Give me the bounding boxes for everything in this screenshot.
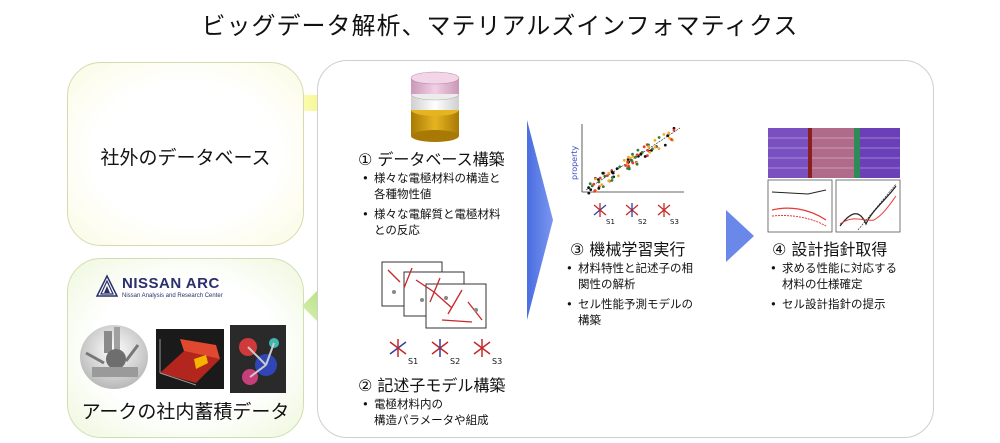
scatter-point: [626, 158, 630, 161]
step3-bullets: 材料特性と記述子の相 関性の解析 セル性能予測モデルの 構築: [566, 260, 726, 332]
scatter-point: [648, 150, 652, 154]
step3-title: ③ 機械学習実行: [570, 240, 686, 259]
external-database-label: 社外のデータベース: [100, 147, 271, 169]
scatter-point: [631, 155, 635, 158]
cell-structure-image: [768, 128, 900, 178]
scatter-point: [636, 148, 640, 152]
scatter-point: [653, 138, 657, 142]
scatter-point: [629, 158, 633, 162]
scatter-point: [672, 128, 676, 132]
logo-mark-icon: [95, 274, 119, 297]
scatter-point: [657, 147, 661, 150]
step2-s1: S1: [408, 357, 418, 366]
step1-bullet-2: 様々な電解質と電極材料 との反応: [362, 206, 527, 238]
logo-main-text: NISSAN ARC: [122, 275, 220, 292]
external-database-panel: 社外のデータベース: [67, 62, 304, 246]
scatter-point: [668, 136, 671, 140]
step2-s3: S3: [492, 357, 502, 366]
scatter-point: [666, 134, 670, 138]
step4-title: ④ 設計指針取得: [772, 240, 888, 259]
step2-bullet-1: 電極材料内の 構造パラメータや組成: [362, 396, 527, 428]
scatter-point: [657, 136, 661, 139]
performance-charts-image: [767, 179, 901, 233]
step1-bullet-1: 様々な電極材料の構造と 各種物性値: [362, 170, 527, 202]
step1-bullets: 様々な電極材料の構造と 各種物性値 様々な電解質と電極材料 との反応: [362, 170, 527, 242]
scatter-point: [593, 189, 597, 193]
page-title: ビッグデータ解析、マテリアルズインフォマティクス: [201, 12, 799, 40]
instrument-photo: [80, 325, 148, 389]
step4-bullet-1: 求める性能に対応する 材料の仕様確定: [770, 260, 930, 292]
scatter-point: [589, 188, 593, 191]
scatter-point: [642, 145, 646, 149]
scatter-point: [607, 171, 611, 175]
scatter-point: [667, 131, 671, 135]
step3-bullet-2: セル性能予測モデルの 構築: [566, 296, 726, 328]
scatter-point: [587, 186, 590, 189]
scatter-point: [627, 167, 631, 171]
scatter-point: [598, 176, 602, 180]
database-icon: [410, 71, 460, 142]
scatter-point: [663, 143, 667, 147]
scatter-point: [662, 133, 666, 136]
arc-internal-data-label: アークの社内蓄積データ: [81, 401, 290, 423]
scatter-point: [643, 155, 647, 158]
surface-plot-image: [156, 329, 224, 389]
scatter-point: [631, 161, 635, 165]
scatter-point: [607, 179, 611, 183]
scatter-point: [588, 182, 592, 186]
flow-arrow-2: [726, 210, 754, 262]
scatter-point: [646, 148, 649, 152]
scatter-point: [601, 171, 605, 175]
scatter-point: [651, 147, 654, 151]
crystal-structure-images: [381, 261, 487, 329]
scatter-point: [615, 167, 619, 170]
step4-bullet-2: セル設計指針の提示: [770, 296, 930, 312]
scatter-point: [653, 145, 657, 149]
scatter-point: [635, 162, 639, 166]
scatter-point: [594, 177, 597, 181]
step1-title: ① データベース構築: [358, 150, 505, 169]
scatter-point: [626, 160, 629, 164]
scatter-point: [635, 153, 639, 157]
step2-descriptor-glyphs: S1 S2 S3: [389, 339, 502, 366]
scatter-point: [647, 145, 650, 148]
step3-s1: S1: [606, 218, 615, 226]
scatter-point: [617, 174, 620, 178]
step4-bullets: 求める性能に対応する 材料の仕様確定 セル設計指針の提示: [770, 260, 930, 316]
scatter-point: [631, 152, 634, 156]
scatter-point: [627, 155, 630, 159]
scatter-point: [592, 182, 596, 186]
scatter-point: [622, 158, 626, 162]
scatter-point: [606, 174, 609, 177]
scatter-point: [601, 185, 605, 188]
scatter-point: [587, 191, 591, 195]
step3-descriptor-glyphs: S1 S2 S3: [593, 203, 679, 226]
step3-bullet-1: 材料特性と記述子の相 関性の解析: [566, 260, 726, 292]
scatter-point: [600, 183, 604, 186]
step2-s2: S2: [450, 357, 460, 366]
ml-scatter-plot: property: [570, 124, 684, 195]
step2-bullets: 電極材料内の 構造パラメータや組成: [362, 396, 527, 432]
scatter-point: [646, 154, 649, 157]
step2-title: ② 記述子モデル構築: [358, 376, 506, 395]
scatter-point: [597, 187, 601, 190]
scatter-point: [610, 170, 614, 174]
scatter-point: [597, 180, 601, 184]
flow-arrow-1: [527, 120, 553, 320]
step3-s2: S2: [638, 218, 647, 226]
step3-s3: S3: [670, 218, 679, 226]
arc-internal-data-panel: NISSAN ARC Nissan Analysis and Research …: [67, 258, 304, 438]
scatter-point: [610, 179, 614, 182]
scatter-point: [634, 155, 637, 159]
scatter-point: [627, 164, 630, 168]
scatter-point: [610, 176, 614, 179]
logo-sub-text: Nissan Analysis and Research Center: [122, 293, 223, 299]
scatter-point: [618, 165, 622, 169]
scatter-point: [639, 152, 643, 156]
scatter-point: [624, 164, 628, 167]
scatter-axis-label: property: [570, 145, 579, 180]
scatter-point: [603, 174, 607, 178]
molecule-render-image: [230, 325, 286, 393]
